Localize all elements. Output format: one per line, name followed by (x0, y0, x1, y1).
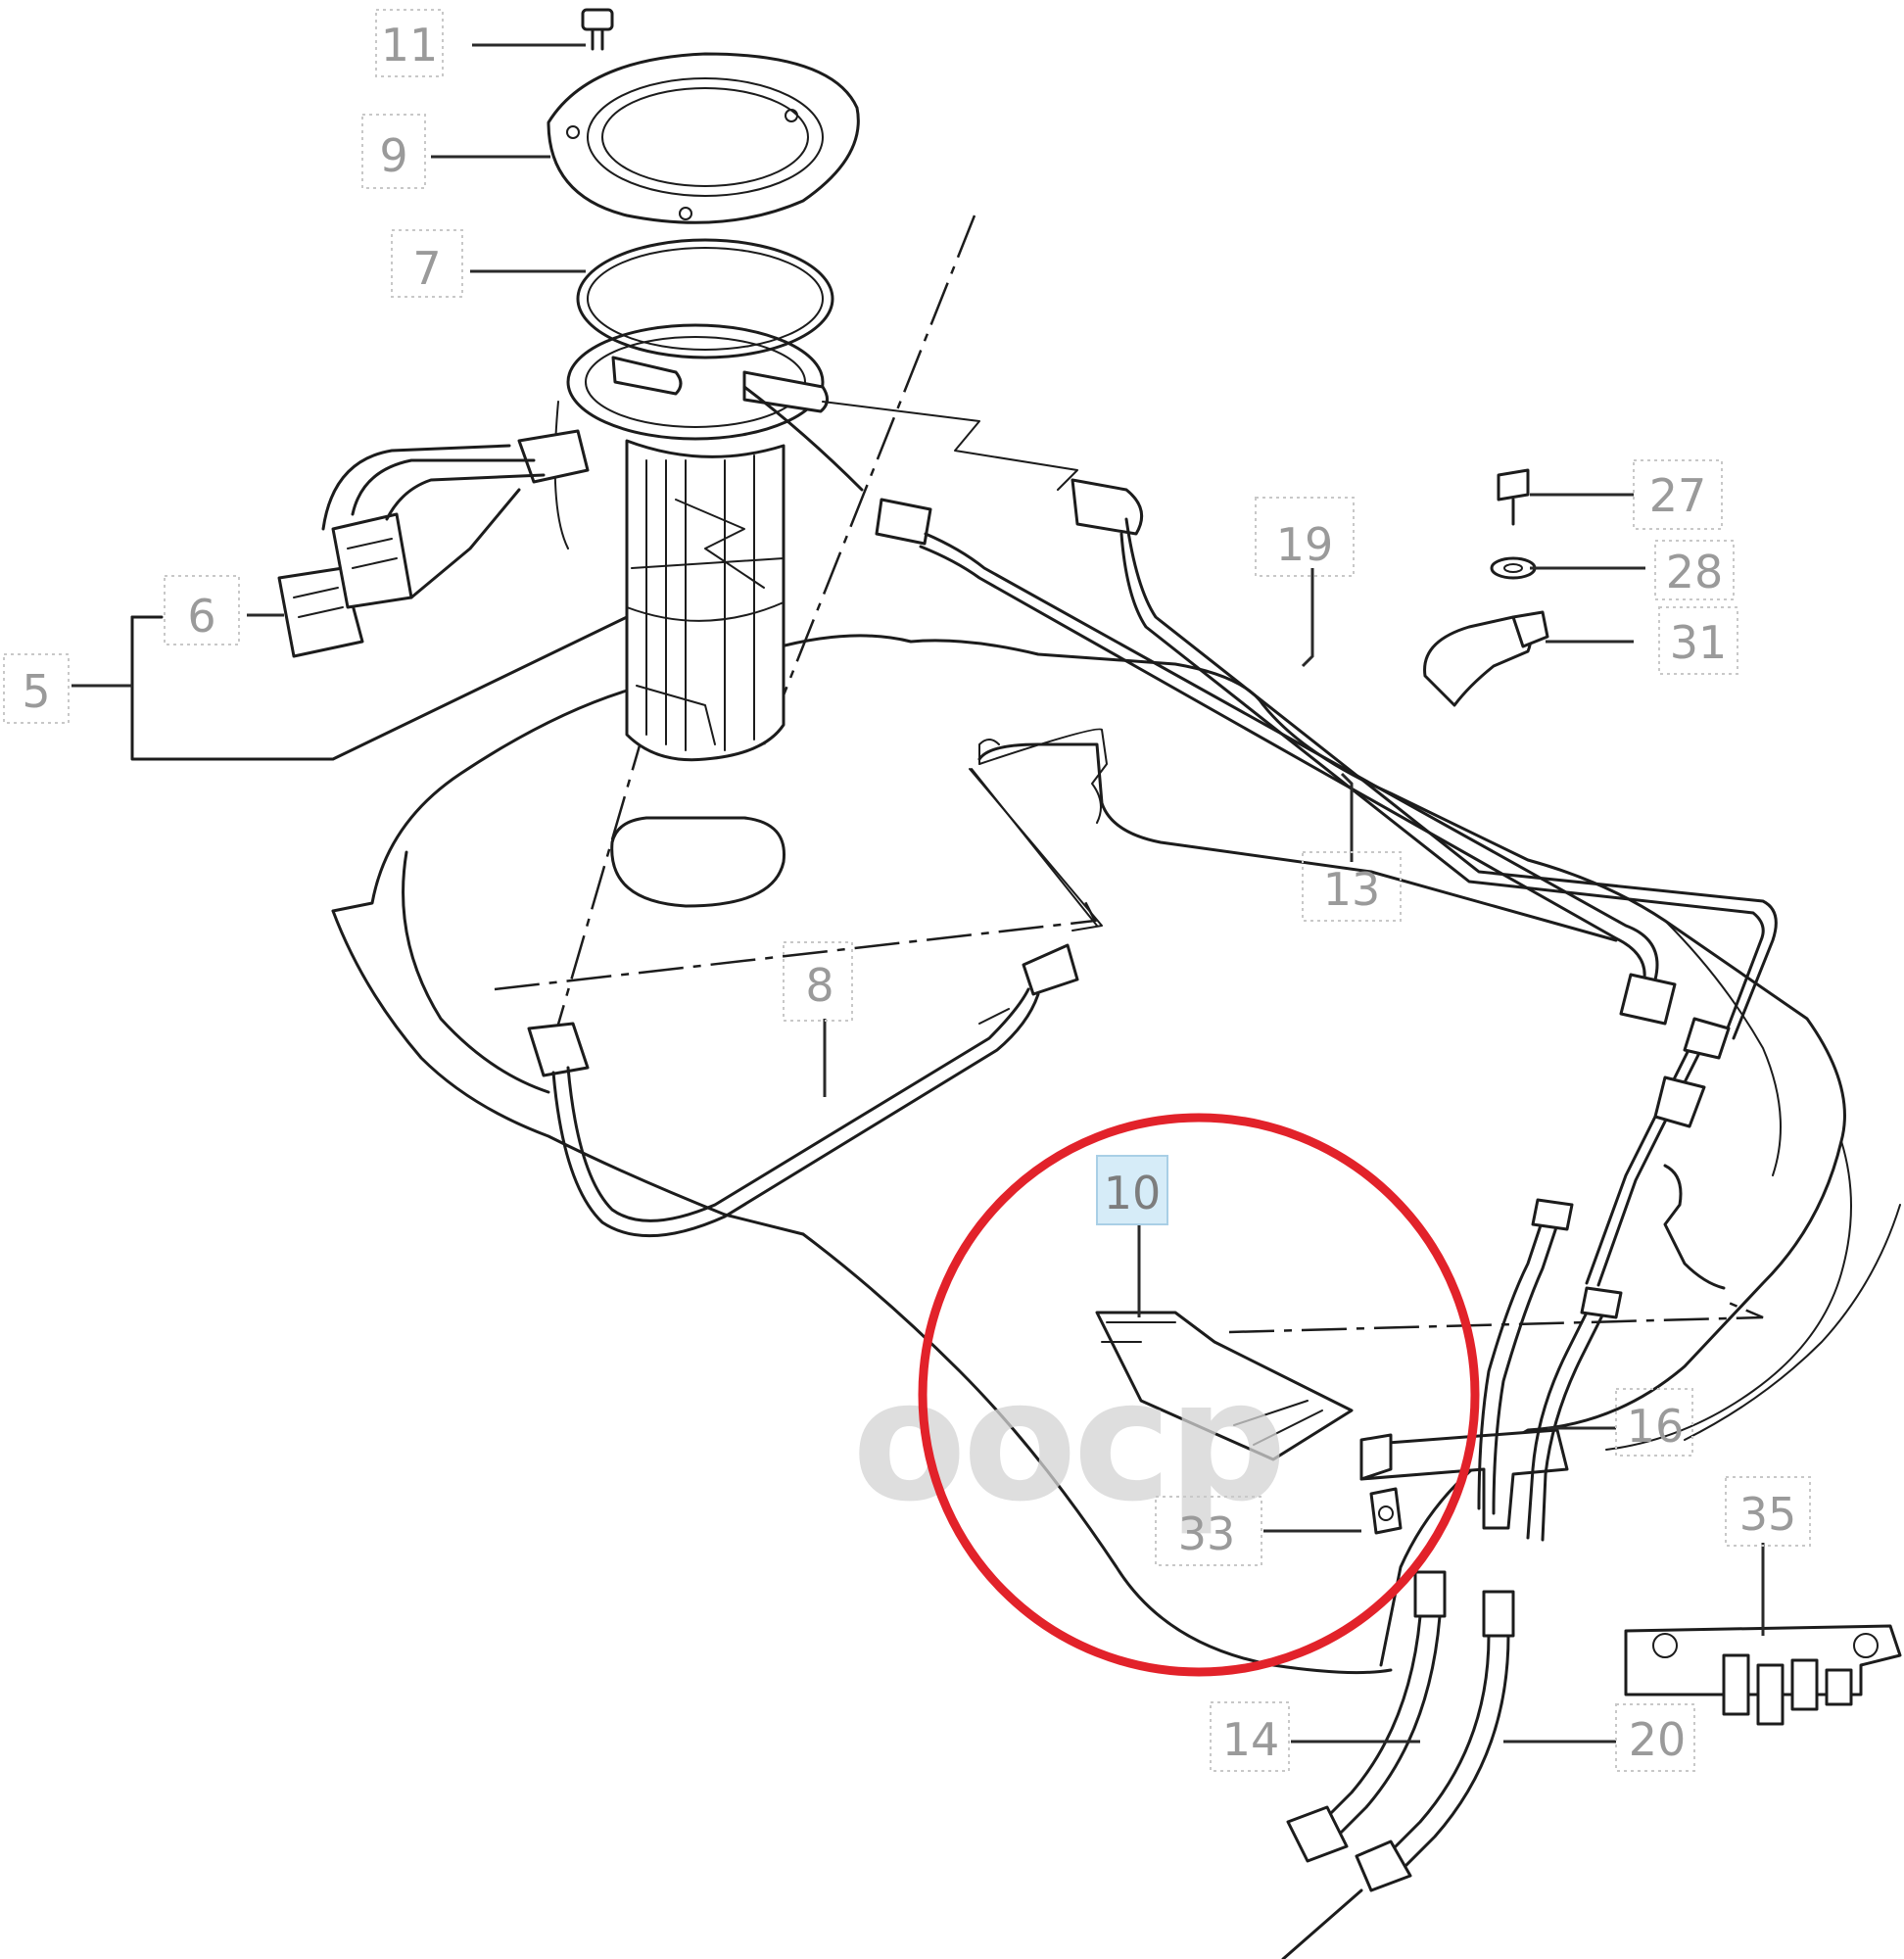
vent-line-19 (1071, 478, 1778, 1040)
return-line-8 (527, 943, 1079, 1238)
callout-11[interactable]: 11 (375, 9, 444, 77)
svg-text:28: 28 (1666, 546, 1724, 598)
gasket-ring (576, 238, 834, 359)
svg-text:8: 8 (805, 959, 833, 1012)
svg-text:13: 13 (1323, 863, 1381, 916)
callout-16[interactable]: 16 (1615, 1388, 1693, 1457)
callout-9[interactable]: 9 (361, 114, 426, 189)
leader-lines (71, 43, 1765, 1744)
svg-text:14: 14 (1222, 1713, 1280, 1766)
callout-6[interactable]: 6 (164, 575, 240, 645)
svg-text:27: 27 (1649, 469, 1707, 522)
svg-text:20: 20 (1629, 1713, 1687, 1766)
callout-31[interactable]: 31 (1658, 606, 1738, 675)
fuel-line-13 (742, 385, 1677, 1026)
svg-text:11: 11 (381, 19, 439, 72)
highlight-ring (918, 1113, 1480, 1677)
svg-text:7: 7 (412, 242, 441, 295)
svg-text:31: 31 (1670, 616, 1728, 669)
callout-19[interactable]: 19 (1255, 497, 1355, 577)
bolt (581, 8, 614, 51)
svg-text:16: 16 (1627, 1400, 1685, 1453)
callout-14[interactable]: 14 (1210, 1701, 1290, 1772)
heat-shield-10 (1095, 1311, 1354, 1461)
callout-35[interactable]: 35 (1725, 1476, 1811, 1547)
hose-connector-35 (1624, 1624, 1902, 1726)
svg-text:35: 35 (1739, 1488, 1797, 1541)
callout-28[interactable]: 28 (1654, 540, 1735, 600)
clamp-hardware (1423, 468, 1549, 707)
fuel-lines-lower (1281, 1017, 1731, 1959)
svg-text:19: 19 (1276, 518, 1334, 571)
callout-27[interactable]: 27 (1633, 459, 1723, 530)
fuel-pump-module (130, 323, 829, 762)
retainer-plate (547, 52, 860, 224)
callout-20[interactable]: 20 (1615, 1703, 1695, 1772)
pipe-bracket (1359, 1428, 1569, 1535)
svg-text:10: 10 (1104, 1167, 1162, 1219)
fuel-level-sender (277, 429, 590, 658)
svg-text:33: 33 (1178, 1507, 1236, 1560)
callout-33[interactable]: 33 (1155, 1496, 1262, 1566)
svg-text:9: 9 (379, 129, 407, 182)
svg-text:6: 6 (187, 590, 215, 643)
callout-5[interactable]: 5 (3, 653, 70, 724)
callout-7[interactable]: 7 (391, 229, 463, 298)
callout-13[interactable]: 13 (1302, 851, 1402, 922)
callout-10[interactable]: 10 (1096, 1155, 1168, 1225)
callout-8[interactable]: 8 (783, 941, 853, 1022)
svg-text:5: 5 (22, 665, 50, 718)
